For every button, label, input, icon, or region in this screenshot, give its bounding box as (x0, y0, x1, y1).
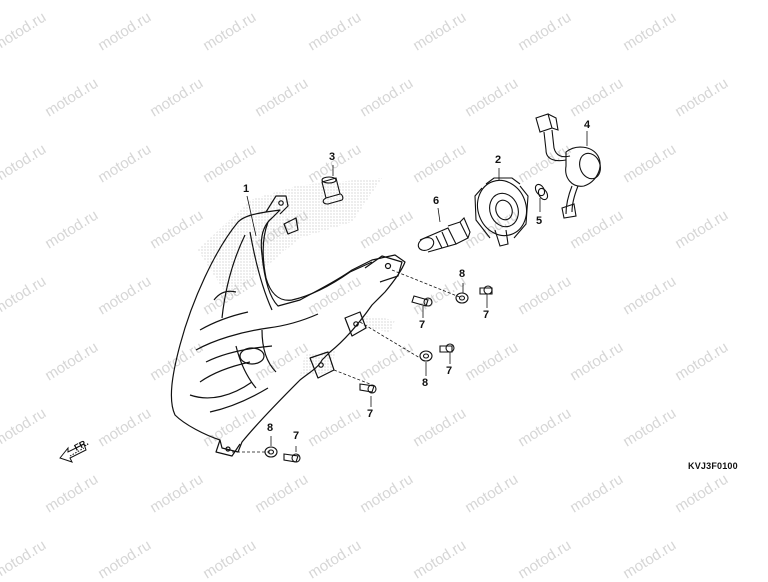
callout-bolt: 7 (419, 319, 426, 331)
bolt-upper-right (479, 285, 493, 295)
callout-bolt: 7 (483, 309, 490, 321)
callout-bolt: 7 (367, 408, 374, 420)
callout-bushing: 3 (329, 151, 336, 163)
bolt-upper-left (411, 295, 433, 307)
wire-harness-part (535, 113, 601, 219)
callout-bolt: 7 (293, 430, 300, 442)
callout-bulb: 6 (433, 195, 440, 207)
headlight-housing (170, 195, 406, 457)
drawing-code: KVJ3F0100 (688, 461, 738, 471)
bolt-middle (439, 343, 455, 353)
callout-housing: 1 (243, 183, 250, 195)
callout-connector: 5 (536, 215, 543, 227)
front-arrow-icon (59, 443, 87, 463)
nut-bottom (264, 446, 278, 458)
bulb-part (417, 217, 471, 253)
nut-middle (419, 350, 433, 362)
bolt-parts (283, 285, 493, 463)
shading-area (198, 178, 395, 376)
callout-nut: 8 (267, 422, 274, 434)
callout-wire-harness: 4 (584, 119, 591, 131)
bolt-lower (359, 383, 377, 394)
nut-upper (455, 292, 469, 304)
callout-nut: 8 (459, 268, 466, 280)
callout-nut: 8 (422, 377, 429, 389)
bolt-bottom (283, 453, 301, 463)
callout-bolt: 7 (446, 365, 453, 377)
connector-part (534, 183, 549, 201)
bushing-part (321, 176, 344, 205)
nut-parts (264, 292, 469, 458)
socket-cover-part (474, 177, 529, 247)
leader-lines (232, 131, 588, 453)
callout-socket-cover: 2 (495, 154, 502, 166)
